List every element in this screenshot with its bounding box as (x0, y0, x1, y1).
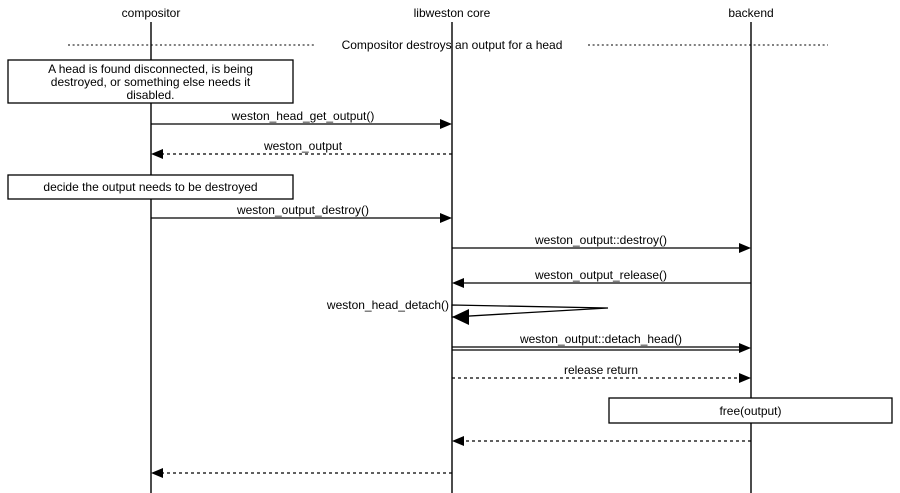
message-backend-return-arrowhead (452, 436, 464, 446)
message-weston-head-detach-arrowhead (452, 309, 469, 325)
note-head-disconnected-line-1: A head is found disconnected, is being (48, 62, 253, 76)
message-core-return-arrowhead (151, 468, 163, 478)
note-head-disconnected-line-2: destroyed, or something else needs it (51, 75, 251, 89)
note-head-disconnected: A head is found disconnected, is being d… (7, 59, 294, 104)
message-weston-output-destroy-backend-label: weston_output::destroy() (534, 233, 667, 247)
message-weston-output-destroy-label: weston_output_destroy() (236, 203, 369, 217)
note-free-output-label: free(output) (719, 404, 781, 418)
message-release-return-label: release return (564, 363, 638, 377)
message-weston-head-detach-loop-shape (451, 304, 609, 318)
actor-label-libweston-core: libweston core (414, 6, 491, 20)
actor-label-compositor: compositor (122, 6, 181, 20)
note-head-disconnected-box (7, 59, 294, 104)
message-weston-head-get-output-arrowhead (440, 119, 452, 129)
message-weston-output-destroy-arrowhead (440, 213, 452, 223)
message-core-return (151, 468, 452, 478)
message-weston-output-release-label: weston_output_release() (534, 268, 667, 282)
message-release-return: release return (452, 363, 751, 383)
message-weston-output-release: weston_output_release() (452, 268, 751, 288)
message-weston-output-return-label: weston_output (263, 139, 343, 153)
message-weston-output-detach-head-arrowhead (739, 343, 751, 353)
note-free-output: free(output) (608, 397, 893, 424)
actor-label-backend: backend (728, 6, 773, 20)
message-weston-output-destroy: weston_output_destroy() (151, 203, 452, 223)
message-weston-head-get-output-label: weston_head_get_output() (231, 109, 375, 123)
message-weston-output-destroy-backend: weston_output::destroy() (452, 233, 751, 253)
message-weston-output-return-arrowhead (151, 149, 163, 159)
divider-compositor-destroys-output: Compositor destroys an output for a head (68, 38, 828, 52)
message-backend-return (452, 436, 751, 446)
message-weston-head-detach-label: weston_head_detach() (326, 298, 449, 312)
message-weston-output-detach-head: weston_output::detach_head() (452, 332, 751, 353)
note-decide-destroy-box (7, 174, 294, 200)
actor-headers: compositor libweston core backend (122, 6, 774, 20)
note-head-disconnected-line-3: disabled. (126, 88, 174, 102)
note-free-output-box (608, 397, 893, 424)
note-decide-destroy: decide the output needs to be destroyed (7, 174, 294, 200)
message-weston-output-destroy-backend-arrowhead (739, 243, 751, 253)
message-weston-output-return: weston_output (151, 139, 452, 159)
message-weston-head-get-output: weston_head_get_output() (151, 109, 452, 129)
note-decide-destroy-label: decide the output needs to be destroyed (43, 180, 257, 194)
message-weston-head-detach-self-call: weston_head_detach() (326, 298, 609, 325)
message-weston-output-release-arrowhead (452, 278, 464, 288)
divider-label: Compositor destroys an output for a head (342, 38, 563, 52)
message-weston-output-detach-head-label: weston_output::detach_head() (519, 332, 682, 346)
message-release-return-arrowhead (739, 373, 751, 383)
